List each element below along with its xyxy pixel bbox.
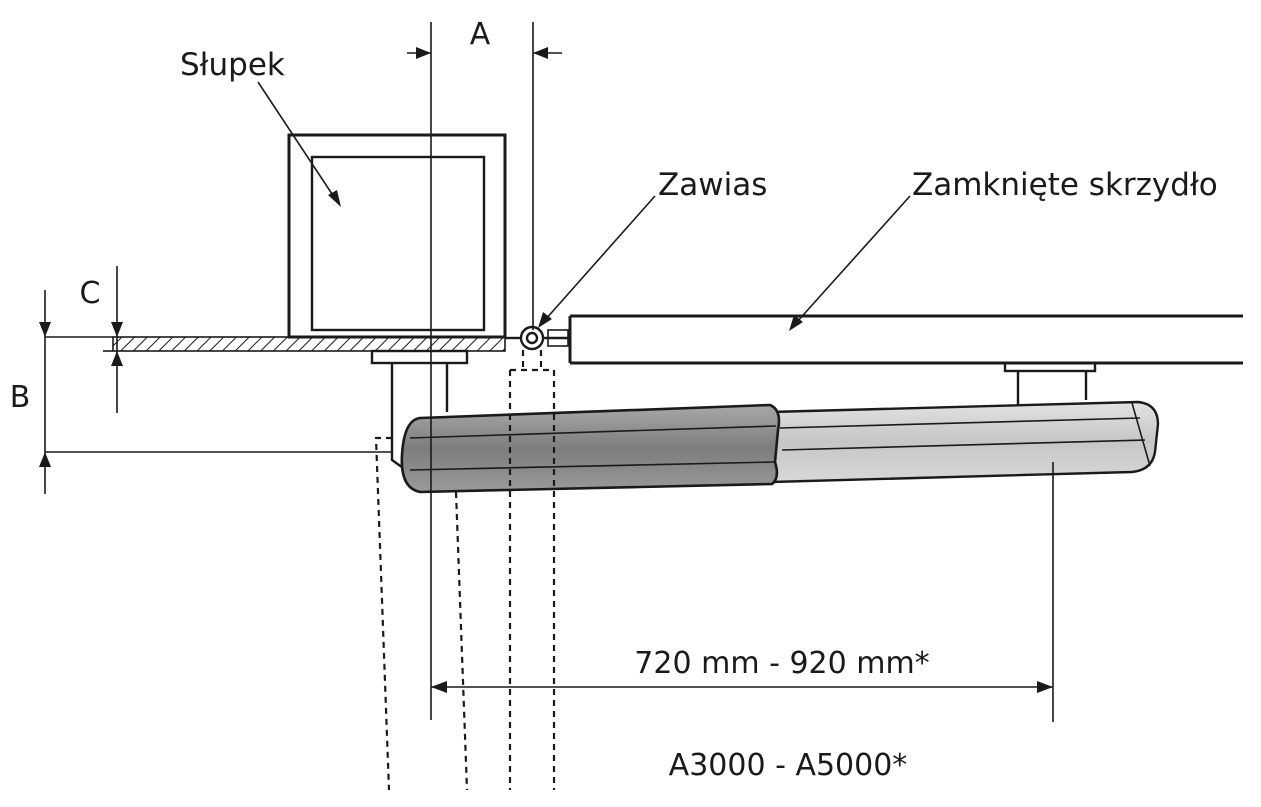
models-label: A3000 - A5000* (669, 748, 908, 783)
dimension-a: A (407, 17, 562, 720)
actuator (400, 400, 1160, 494)
front-bracket (1003, 361, 1097, 405)
hinge-label: Zawias (658, 167, 767, 203)
leader-lines (257, 81, 911, 331)
post (287, 133, 507, 339)
dimension-c: C (80, 266, 123, 413)
distance-dimension: 720 mm - 920 mm* (431, 462, 1054, 722)
hinge (505, 325, 570, 351)
dimension-b-label: B (10, 380, 31, 415)
hidden-lines (374, 350, 556, 791)
closed-gate-leaf (568, 314, 1243, 365)
dimension-c-label: C (80, 276, 101, 311)
wall-surface (45, 336, 506, 352)
dimension-a-label: A (470, 17, 491, 52)
distance-label: 720 mm - 920 mm* (634, 646, 929, 681)
post-label: Słupek (180, 47, 285, 83)
dimension-b: B (10, 290, 392, 494)
closed-leaf-label: Zamknięte skrzydło (912, 167, 1218, 203)
